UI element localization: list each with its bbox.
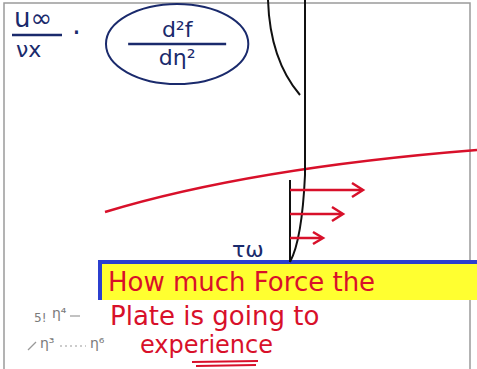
plate bbox=[100, 262, 477, 300]
faint-note: η⁴ bbox=[52, 306, 67, 321]
circle-outline bbox=[104, 2, 250, 86]
wall-shear-symbol: τω bbox=[232, 238, 264, 262]
faint-note: 5! bbox=[34, 312, 46, 325]
plate-highlight bbox=[100, 262, 477, 300]
profile-line bbox=[268, 0, 300, 95]
denominator: dη² bbox=[104, 46, 250, 70]
faint-note: η³ bbox=[40, 336, 55, 351]
numerator-symbol: u∞ bbox=[14, 4, 52, 33]
question-text: experience bbox=[140, 332, 273, 358]
dot-operator: · bbox=[72, 18, 81, 49]
faint-note: η⁶ bbox=[90, 336, 105, 351]
velocity-arrows bbox=[290, 183, 363, 244]
velocity-profile bbox=[290, 0, 305, 262]
frame bbox=[4, 3, 470, 369]
question-text: Plate is going to bbox=[110, 302, 319, 331]
question-text: How much Force the bbox=[108, 268, 375, 297]
denominator-symbol: νx bbox=[16, 38, 41, 62]
double-underline bbox=[192, 361, 258, 366]
circled-term: d²f dη² bbox=[104, 2, 250, 86]
numerator: d²f bbox=[104, 18, 250, 42]
wall-axis bbox=[289, 180, 291, 262]
fraction-bar bbox=[12, 34, 62, 37]
